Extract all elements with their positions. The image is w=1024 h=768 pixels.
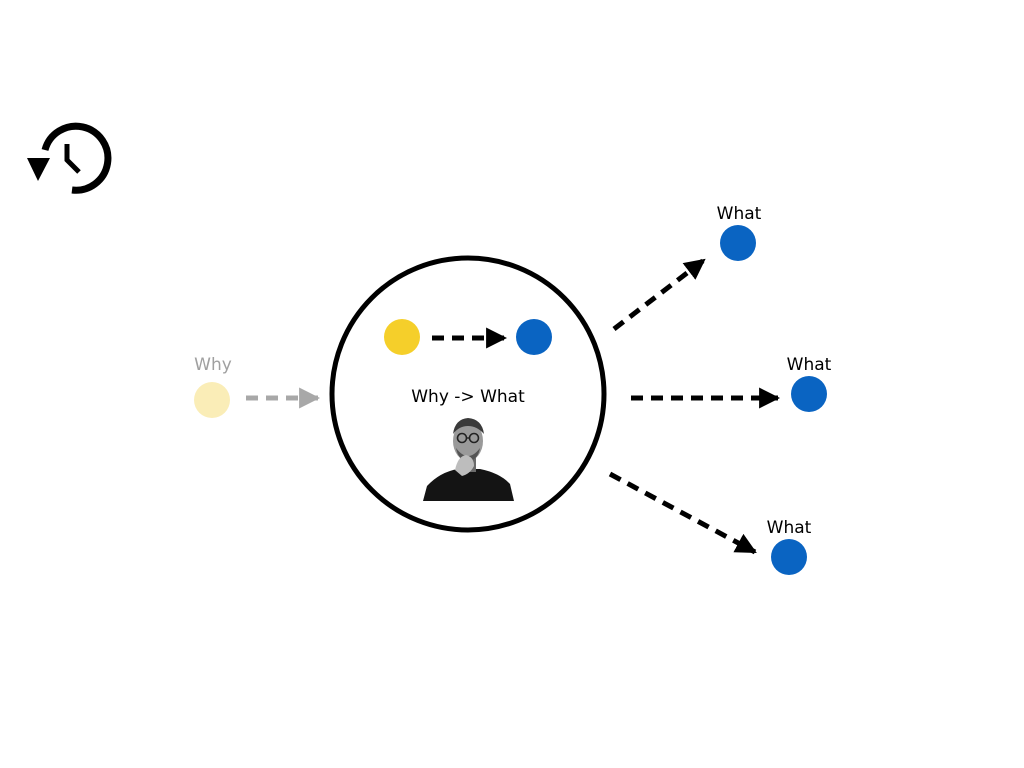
- what-top-label: What: [717, 204, 762, 224]
- inner-what-node: [516, 319, 552, 355]
- what-middle-node: [791, 376, 827, 412]
- person-portrait: [423, 416, 514, 501]
- what-top-node: [720, 225, 756, 261]
- transformation-circle: [329, 255, 607, 533]
- what-bottom-label: What: [767, 518, 812, 538]
- arrow-to-what-bottom: [608, 471, 757, 555]
- why-input-label: Why: [194, 355, 232, 375]
- history-icon[interactable]: [27, 122, 112, 194]
- arrow-to-what-top: [612, 258, 706, 331]
- center-caption: Why -> What: [411, 387, 525, 407]
- why-input-node: [194, 382, 230, 418]
- what-middle-label: What: [787, 355, 832, 375]
- inner-why-node: [384, 319, 420, 355]
- what-bottom-node: [771, 539, 807, 575]
